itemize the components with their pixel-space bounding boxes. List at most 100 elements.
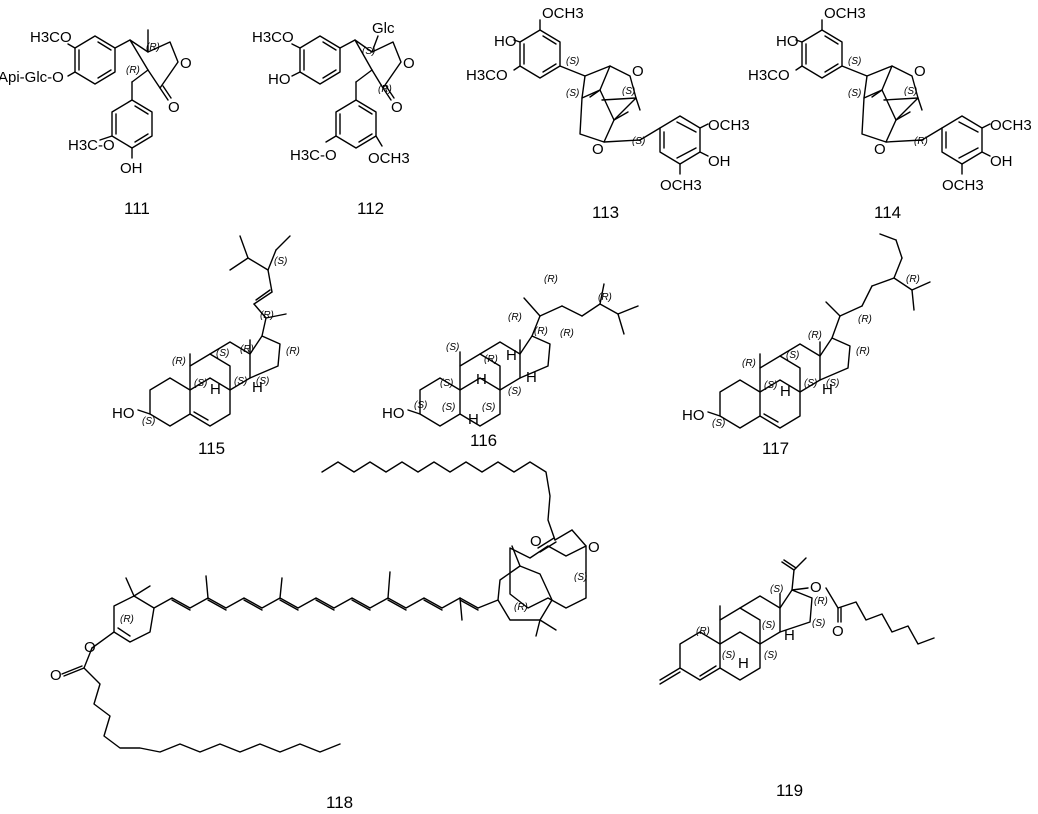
label-h: H: [476, 371, 487, 388]
stereo-label: (S): [234, 376, 247, 387]
stereo-label: (S): [812, 618, 825, 629]
stereo-label: (R): [484, 354, 498, 365]
stereo-label: (S): [216, 348, 229, 359]
stereo-label: (R): [560, 328, 574, 339]
compound-111: H3CO Api-Glc-O H3C-O OH O O (R) (R) 111: [0, 29, 192, 218]
label-och3-bottom: OCH3: [942, 177, 984, 194]
stereo-label: (S): [848, 88, 861, 99]
label-ho: HO: [268, 71, 291, 88]
stereo-label: (S): [440, 378, 453, 389]
label-o-ring: O: [403, 55, 415, 72]
stereo-label: (R): [120, 614, 134, 625]
label-h: H: [784, 627, 795, 644]
label-oh: OH: [708, 153, 731, 170]
label-och3-top: OCH3: [542, 5, 584, 22]
compound-number: 112: [357, 199, 384, 218]
compound-number: 116: [470, 431, 497, 450]
label-ho: HO: [682, 407, 705, 424]
label-o-top: O: [632, 63, 644, 80]
stereo-label: (S): [804, 378, 817, 389]
label-oh: OH: [120, 160, 143, 177]
compound-117: HO H H (R) (R) (R) (R) (S) (R) (S) (S) (…: [682, 233, 931, 458]
stereo-label: (S): [722, 650, 735, 661]
stereo-label: (S): [482, 402, 495, 413]
label-o-top: O: [914, 63, 926, 80]
label-o-carbonyl: O: [50, 667, 62, 684]
label-h3c-o: H3C-O: [68, 137, 115, 154]
label-h: H: [210, 381, 221, 398]
label-o-ester: O: [84, 639, 96, 656]
label-h3c-o: H3C-O: [290, 147, 337, 164]
label-h3co: H3CO: [252, 29, 294, 46]
compound-number: 119: [776, 781, 803, 800]
stereo-label: (R): [598, 292, 612, 303]
stereo-label: (S): [904, 86, 917, 97]
label-h3co: H3CO: [748, 67, 790, 84]
stereo-label: (S): [142, 416, 155, 427]
stereo-label: (S): [574, 572, 587, 583]
stereo-label: (R): [696, 626, 710, 637]
label-o-carbonyl: O: [588, 539, 600, 556]
stereo-label: (R): [742, 358, 756, 369]
stereo-label: (R): [534, 326, 548, 337]
label-och3-top: OCH3: [824, 5, 866, 22]
compound-115: HO H H (S) (R) (R) (R) (S) (R) (S) (S) (…: [112, 235, 300, 458]
label-o-carbonyl: O: [391, 99, 403, 116]
compound-number: 117: [762, 439, 789, 458]
label-och3: OCH3: [368, 150, 410, 167]
compound-number: 118: [326, 793, 353, 812]
stereo-label: (R): [126, 65, 140, 76]
stereo-label: (S): [764, 380, 777, 391]
stereo-label: (R): [544, 274, 558, 285]
stereo-label: (S): [712, 418, 725, 429]
stereo-label: (R): [814, 596, 828, 607]
stereo-label: (S): [762, 620, 775, 631]
stereo-label: (R): [808, 330, 822, 341]
stereo-label: (S): [256, 376, 269, 387]
label-api-glc-o: Api-Glc-O: [0, 69, 64, 86]
stereo-label: (S): [770, 584, 783, 595]
label-och3-right: OCH3: [708, 117, 750, 134]
stereo-label: (S): [508, 386, 521, 397]
label-h: H: [822, 381, 833, 398]
stereo-label: (R): [240, 344, 254, 355]
compound-113: OCH3 HO H3CO O O OCH3 OH OCH3 (S) (S) (S…: [466, 5, 750, 222]
label-o-ester: O: [810, 579, 822, 596]
label-o-ring: O: [180, 55, 192, 72]
label-h3co: H3CO: [30, 29, 72, 46]
label-h3co: H3CO: [466, 67, 508, 84]
label-och3-right: OCH3: [990, 117, 1032, 134]
stereo-label: (S): [442, 402, 455, 413]
label-h: H: [738, 655, 749, 672]
compound-114: OCH3 HO H3CO O O OCH3 OH OCH3 (S) (S) (S…: [748, 5, 1032, 222]
stereo-label: (R): [906, 274, 920, 285]
label-ho: HO: [382, 405, 405, 422]
stereo-label: (S): [446, 342, 459, 353]
label-o-ester: O: [530, 533, 542, 550]
stereo-label: (S): [274, 256, 287, 267]
label-h: H: [780, 383, 791, 400]
stereo-label: (R): [172, 356, 186, 367]
stereo-label: (S): [848, 56, 861, 67]
stereo-label: (R): [260, 310, 274, 321]
stereo-label: (R): [514, 602, 528, 613]
stereo-label: (R): [508, 312, 522, 323]
label-h: H: [252, 379, 263, 396]
compound-number: 115: [198, 439, 225, 458]
stereo-label: (R): [914, 136, 928, 147]
stereo-label: (S): [764, 650, 777, 661]
label-oh: OH: [990, 153, 1013, 170]
label-glc: Glc: [372, 20, 395, 37]
stereo-label: (S): [566, 56, 579, 67]
compound-112: H3CO HO Glc O O H3C-O OCH3 (S) (R) 112: [252, 20, 415, 218]
label-h: H: [506, 347, 517, 364]
compound-number: 113: [592, 203, 619, 222]
stereo-label: (S): [826, 378, 839, 389]
stereo-label: (R): [858, 314, 872, 325]
label-ho: HO: [494, 33, 517, 50]
label-o-bottom: O: [874, 141, 886, 158]
stereo-label: (S): [632, 136, 645, 147]
stereo-label: (S): [362, 46, 375, 57]
label-o-carbonyl: O: [168, 99, 180, 116]
